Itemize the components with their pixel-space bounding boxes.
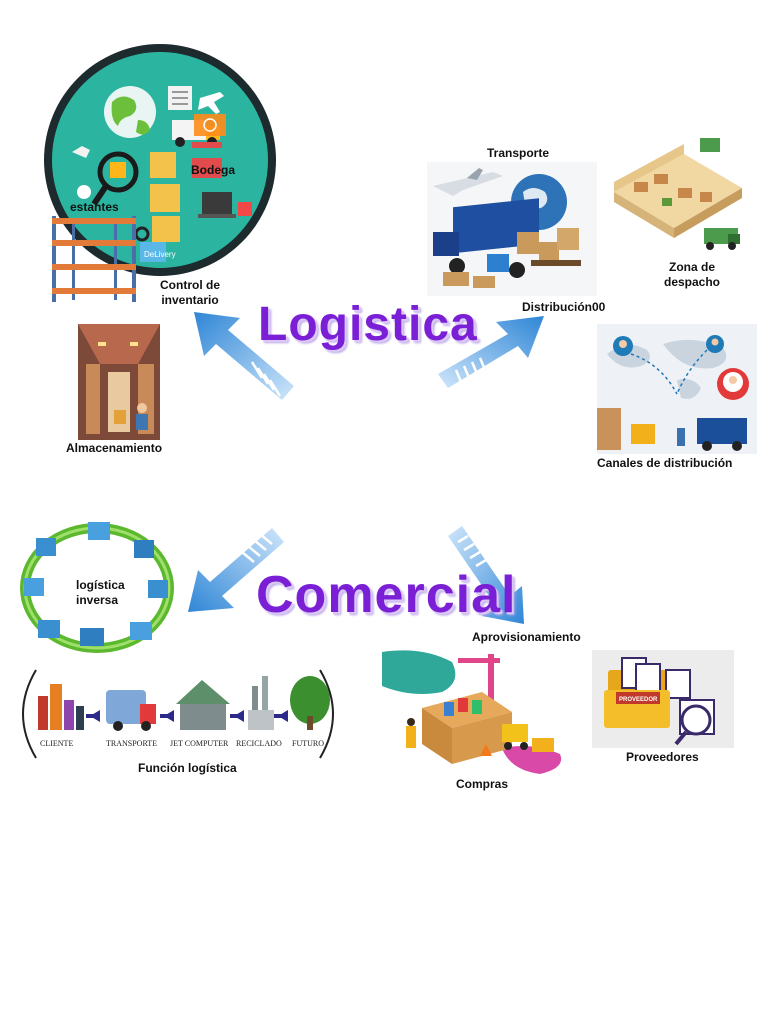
title-logistica: Logistica	[258, 298, 478, 351]
label-logistica-inversa-line1: logística	[76, 578, 125, 592]
label-bodega: Bodega	[191, 163, 236, 177]
label-transporte: Transporte	[487, 146, 550, 160]
arrow-down-left	[184, 524, 288, 616]
label-almacenamiento: Almacenamiento	[66, 441, 163, 455]
strip-text-reciclado: RECICLADO	[236, 739, 282, 748]
label-logistica-inversa-line2: inversa	[76, 593, 119, 607]
title-comercial: Comercial	[256, 566, 517, 624]
label-funcion-logistica: Función logística	[138, 761, 237, 775]
label-control-inventario-line2: inventario	[161, 293, 219, 307]
transport-illustration	[427, 162, 597, 296]
label-aprovisionamiento: Aprovisionamiento	[472, 630, 581, 644]
label-zona-despacho-line2: despacho	[663, 275, 720, 289]
label-canales-distribucion: Canales de distribución	[597, 456, 733, 470]
label-zona-despacho-line1: Zona de	[668, 260, 715, 274]
warehouse-isometric-illustration	[604, 132, 746, 260]
suppliers-illustration: PROVEEDOR	[592, 650, 734, 748]
label-logistica-inversa: logística inversa	[76, 578, 125, 608]
label-proveedores: Proveedores	[626, 750, 699, 764]
arrow-up-right	[434, 312, 548, 392]
strip-text-jet-computer: JET COMPUTER	[170, 739, 229, 748]
logistics-function-strip: CLIENTE TRANSPORTE JET COMPUTER RECICLAD…	[16, 666, 340, 760]
strip-text-cliente: CLIENTE	[40, 739, 73, 748]
purchases-illustration	[382, 648, 566, 776]
label-zona-despacho: Zona de despacho	[656, 260, 728, 290]
label-control-inventario: Control de inventario	[150, 278, 230, 308]
label-distribucion: Distribución00	[522, 300, 606, 314]
arrow-up-left	[186, 304, 298, 404]
reverse-logistics-cycle-illustration	[16, 516, 178, 660]
label-compras: Compras	[456, 777, 509, 791]
arrow-down-right	[444, 522, 528, 628]
storage-illustration	[78, 324, 160, 440]
distribution-channels-illustration	[597, 324, 757, 454]
strip-text-futuro: FUTURO	[292, 739, 324, 748]
shelves-illustration	[48, 212, 140, 304]
delivery-text: DeLivery	[144, 250, 176, 259]
proveedor-tag-text: PROVEEDOR	[619, 697, 658, 703]
strip-text-transporte: TRANSPORTE	[106, 739, 157, 748]
label-control-inventario-line1: Control de	[160, 278, 220, 292]
label-estantes: estantes	[70, 200, 119, 214]
